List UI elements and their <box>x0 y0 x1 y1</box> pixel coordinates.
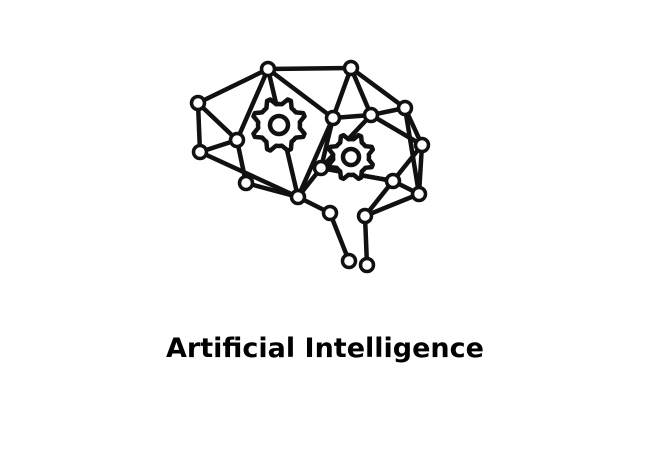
network-edge <box>327 210 352 264</box>
network-edge <box>195 66 271 106</box>
gear-hole <box>267 113 291 137</box>
network-node <box>410 185 428 203</box>
network-node <box>189 94 207 112</box>
network-edge <box>348 65 374 118</box>
network-edge <box>197 149 301 200</box>
gear-hole <box>340 146 362 168</box>
network-edge <box>295 115 336 200</box>
network-edge <box>243 180 301 200</box>
network-node <box>384 172 402 190</box>
network-node <box>191 143 209 161</box>
network-edge <box>348 65 408 111</box>
network-node <box>289 188 307 206</box>
network-node <box>237 174 255 192</box>
logo-caption: Artificial Intelligence <box>166 333 484 364</box>
network-node <box>259 60 277 78</box>
network-edge <box>362 191 422 219</box>
network-node <box>356 207 374 225</box>
network-edge <box>195 100 240 143</box>
gears-group <box>251 97 376 182</box>
network-node <box>362 106 380 124</box>
network-node <box>324 109 342 127</box>
network-edge <box>330 65 354 121</box>
network-nodes <box>189 59 431 274</box>
network-node <box>342 59 360 77</box>
network-edge <box>265 65 354 72</box>
network-edge <box>402 105 422 197</box>
network-node <box>340 252 358 270</box>
network-edge <box>265 66 336 121</box>
network-edge <box>234 66 271 143</box>
network-node <box>321 204 339 222</box>
network-edges <box>195 65 425 268</box>
network-edge <box>318 115 336 171</box>
network-edge <box>368 112 425 148</box>
network-node <box>358 256 376 274</box>
network-node <box>413 136 431 154</box>
network-node <box>312 159 330 177</box>
network-node <box>228 131 246 149</box>
network-node <box>396 99 414 117</box>
